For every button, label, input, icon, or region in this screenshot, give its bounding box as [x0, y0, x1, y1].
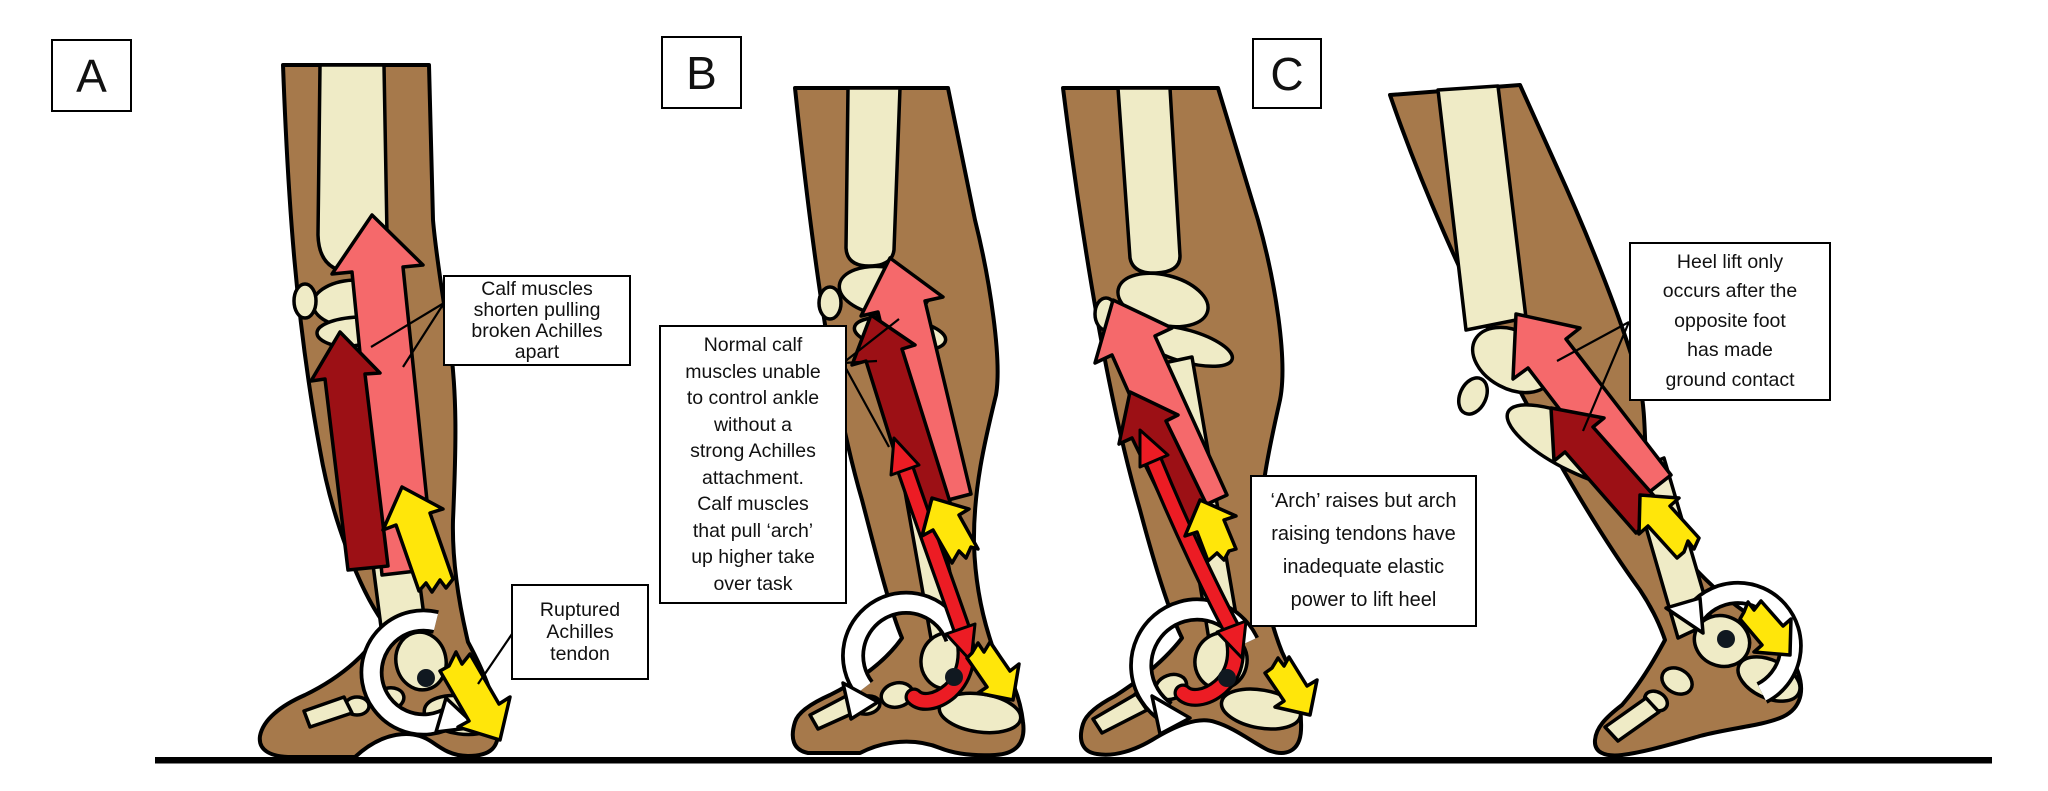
- achilles-stub-upper-arrow-icon: [920, 496, 980, 565]
- panel-label-a-text: A: [76, 49, 107, 102]
- fibula-head: [1456, 376, 1490, 416]
- achilles-stub-lower-arrow-icon: [1263, 655, 1319, 717]
- panel-label-a: A: [51, 39, 132, 112]
- ankle-pivot-dot: [945, 668, 963, 686]
- callout-line: inadequate elastic: [1282, 556, 1445, 578]
- callout-ruptured-achilles: Ruptured Achilles tendon: [511, 584, 649, 680]
- callout-line: raising tendons have: [1271, 523, 1456, 545]
- midfoot-bone: [1660, 666, 1694, 696]
- leg-c: [1388, 83, 1804, 758]
- achilles-stub-upper-arrow-icon: [1183, 498, 1238, 563]
- arch-tendon-arrow-icon: [889, 436, 977, 711]
- callout-line: Achilles: [546, 621, 614, 643]
- ankle-rotation-arrow-icon: [1664, 580, 1803, 704]
- torn-achilles-upper-arrow-icon: [381, 485, 455, 594]
- callout-calf-muscles-shorten: Calf muscles shorten pulling broken Achi…: [443, 275, 631, 366]
- callout-line: over task: [713, 572, 793, 595]
- callout-line: Normal calf: [703, 334, 803, 356]
- panel-label-c: C: [1252, 38, 1322, 109]
- deep-muscle-arrow-icon: [1549, 406, 1666, 535]
- callout-line: occurs after the: [1662, 280, 1798, 303]
- callout-line: strong Achilles: [690, 440, 816, 462]
- callout-line: to control ankle: [686, 387, 820, 409]
- callout-line: broken Achilles: [471, 319, 603, 342]
- callout-line: up higher take: [691, 546, 815, 568]
- leg-b2: [1061, 86, 1319, 757]
- ankle-pivot-dot: [1218, 669, 1236, 687]
- callout-line: has made: [1687, 339, 1773, 362]
- metatarsal-bone: [302, 695, 354, 729]
- calf-pull-arrow-icon: [859, 256, 973, 508]
- ankle-rotation-arrow-icon: [841, 590, 968, 721]
- callout-line: muscles unable: [685, 360, 821, 383]
- callout-line: Heel lift only: [1676, 250, 1784, 273]
- callout-line: ground contact: [1665, 368, 1795, 391]
- tendon-down-arrowhead-icon: [1215, 619, 1248, 660]
- panel-label-c-text: C: [1270, 47, 1304, 100]
- callout-line: ‘Arch’ raises but arch: [1270, 490, 1457, 512]
- achilles-stub-upper-arrow-icon: [1637, 493, 1701, 560]
- fibula-head: [817, 285, 843, 321]
- callout-line: without a: [713, 413, 793, 436]
- ankle-pivot-dot: [1717, 630, 1735, 648]
- callout-line: shorten pulling: [473, 298, 601, 321]
- tendon-up-arrowhead-icon: [1138, 428, 1170, 469]
- leg-a: [257, 63, 512, 759]
- callout-line: attachment.: [702, 466, 804, 489]
- achilles-stub-lower-arrow-icon: [1738, 599, 1793, 657]
- ground-line: [155, 757, 1992, 764]
- callout-line: power to lift heel: [1290, 589, 1437, 611]
- tendon-up-arrowhead-icon: [889, 436, 921, 477]
- callout-line: Calf muscles: [697, 493, 809, 515]
- callout-line: opposite foot: [1674, 309, 1786, 332]
- tendon-down-arrowhead-icon: [944, 622, 977, 663]
- callout-heel-lift: Heel lift only occurs after the opposite…: [1629, 242, 1831, 401]
- torn-achilles-lower-arrow-icon: [438, 650, 512, 742]
- callout-line: that pull ‘arch’: [692, 519, 814, 542]
- achilles-stub-lower-arrow-icon: [965, 640, 1021, 702]
- callout-arch-raises: ‘Arch’ raises but arch raising tendons h…: [1250, 475, 1477, 627]
- femur-bone: [844, 86, 902, 268]
- callout-line: Calf muscles: [481, 277, 593, 300]
- metatarsal-bone: [1603, 696, 1661, 743]
- callout-leader-lines: [370, 302, 1631, 685]
- ankle-pivot-dot: [417, 669, 435, 687]
- panel-label-b-text: B: [686, 46, 717, 99]
- callout-normal-calf-muscles: Normal calf muscles unable to control an…: [659, 325, 847, 604]
- deep-muscle-arrow-icon: [309, 330, 390, 572]
- callout-line: Ruptured: [539, 599, 621, 621]
- fibula-head: [292, 282, 318, 320]
- panel-label-b: B: [661, 36, 742, 109]
- callout-line: tendon: [550, 643, 610, 665]
- callout-line: apart: [514, 340, 560, 363]
- leg-b1: [790, 86, 1026, 758]
